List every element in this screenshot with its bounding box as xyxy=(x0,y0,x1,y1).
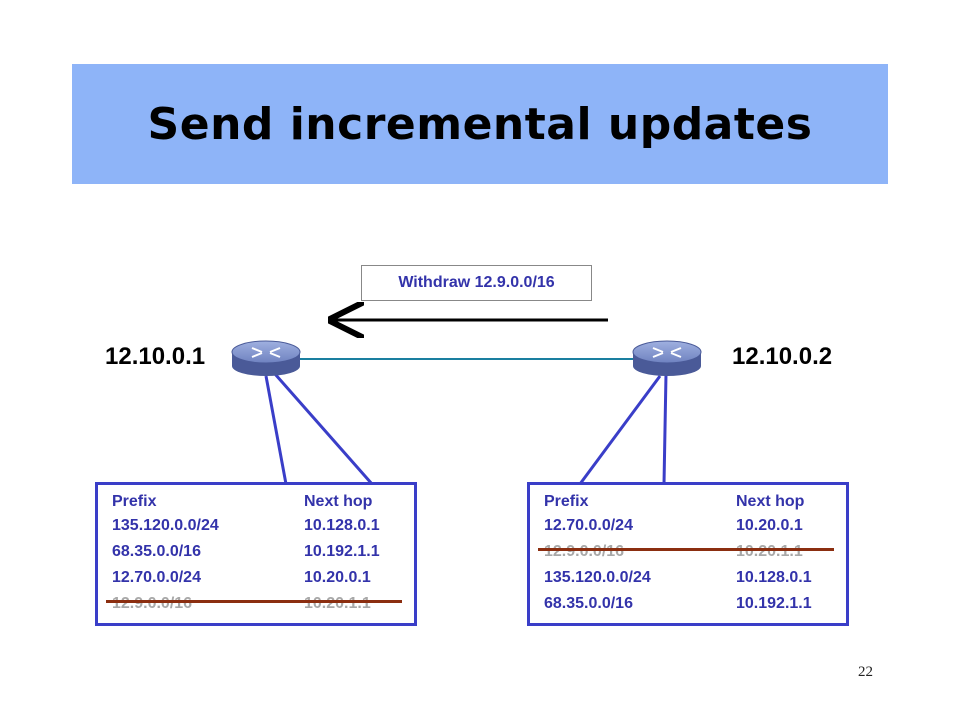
routing-table-right: Prefix Next hop 12.70.0.0/24 10.20.0.1 1… xyxy=(527,482,849,626)
prefix-cell: 12.70.0.0/24 xyxy=(544,517,633,534)
nexthop-cell: 10.20.1.1 xyxy=(304,595,371,612)
table-row: 135.120.0.0/24 10.128.0.1 xyxy=(544,569,844,593)
table-row-withdrawn: 12.9.0.0/16 10.20.1.1 xyxy=(112,595,412,619)
prefix-cell: 135.120.0.0/24 xyxy=(112,517,219,534)
table-header: Prefix Next hop xyxy=(112,493,412,517)
nexthop-cell: 10.20.0.1 xyxy=(736,517,803,534)
prefix-header: Prefix xyxy=(112,493,157,510)
nexthop-cell: 10.128.0.1 xyxy=(304,517,380,534)
callout-left xyxy=(264,373,376,486)
nexthop-cell: 10.20.1.1 xyxy=(736,543,803,560)
table-row: 12.70.0.0/24 10.20.0.1 xyxy=(112,569,412,593)
nexthop-cell: 10.128.0.1 xyxy=(736,569,812,586)
router-left-label: 12.10.0.1 xyxy=(105,343,206,370)
prefix-cell: 12.9.0.0/16 xyxy=(544,543,625,560)
table-row: 68.35.0.0/16 10.192.1.1 xyxy=(112,543,412,567)
table-row: 68.35.0.0/16 10.192.1.1 xyxy=(544,595,844,619)
slide-title: Send incremental updates xyxy=(147,98,813,150)
routing-table-left: Prefix Next hop 135.120.0.0/24 10.128.0.… xyxy=(95,482,417,626)
router-right-label: 12.10.0.2 xyxy=(732,343,833,370)
prefix-cell: 68.35.0.0/16 xyxy=(544,595,633,612)
router-icon xyxy=(231,340,301,376)
prefix-cell: 135.120.0.0/24 xyxy=(544,569,651,586)
table-row: 135.120.0.0/24 10.128.0.1 xyxy=(112,517,412,541)
nexthop-cell: 10.192.1.1 xyxy=(736,595,812,612)
prefix-header: Prefix xyxy=(544,493,589,510)
nexthop-cell: 10.192.1.1 xyxy=(304,543,380,560)
table-header: Prefix Next hop xyxy=(544,493,844,517)
nexthop-header: Next hop xyxy=(304,493,373,510)
withdraw-message: Withdraw 12.9.0.0/16 xyxy=(361,265,592,301)
callout-right xyxy=(577,373,668,486)
title-bar: Send incremental updates xyxy=(72,64,888,184)
table-row-withdrawn: 12.9.0.0/16 10.20.1.1 xyxy=(544,543,844,567)
table-row: 12.70.0.0/24 10.20.0.1 xyxy=(544,517,844,541)
prefix-cell: 12.70.0.0/24 xyxy=(112,569,201,586)
router-icon xyxy=(632,340,702,376)
nexthop-cell: 10.20.0.1 xyxy=(304,569,371,586)
nexthop-header: Next hop xyxy=(736,493,805,510)
page-number: 22 xyxy=(858,664,873,680)
prefix-cell: 68.35.0.0/16 xyxy=(112,543,201,560)
prefix-cell: 12.9.0.0/16 xyxy=(112,595,193,612)
strike-through-line xyxy=(106,600,402,603)
strike-through-line xyxy=(538,548,834,551)
